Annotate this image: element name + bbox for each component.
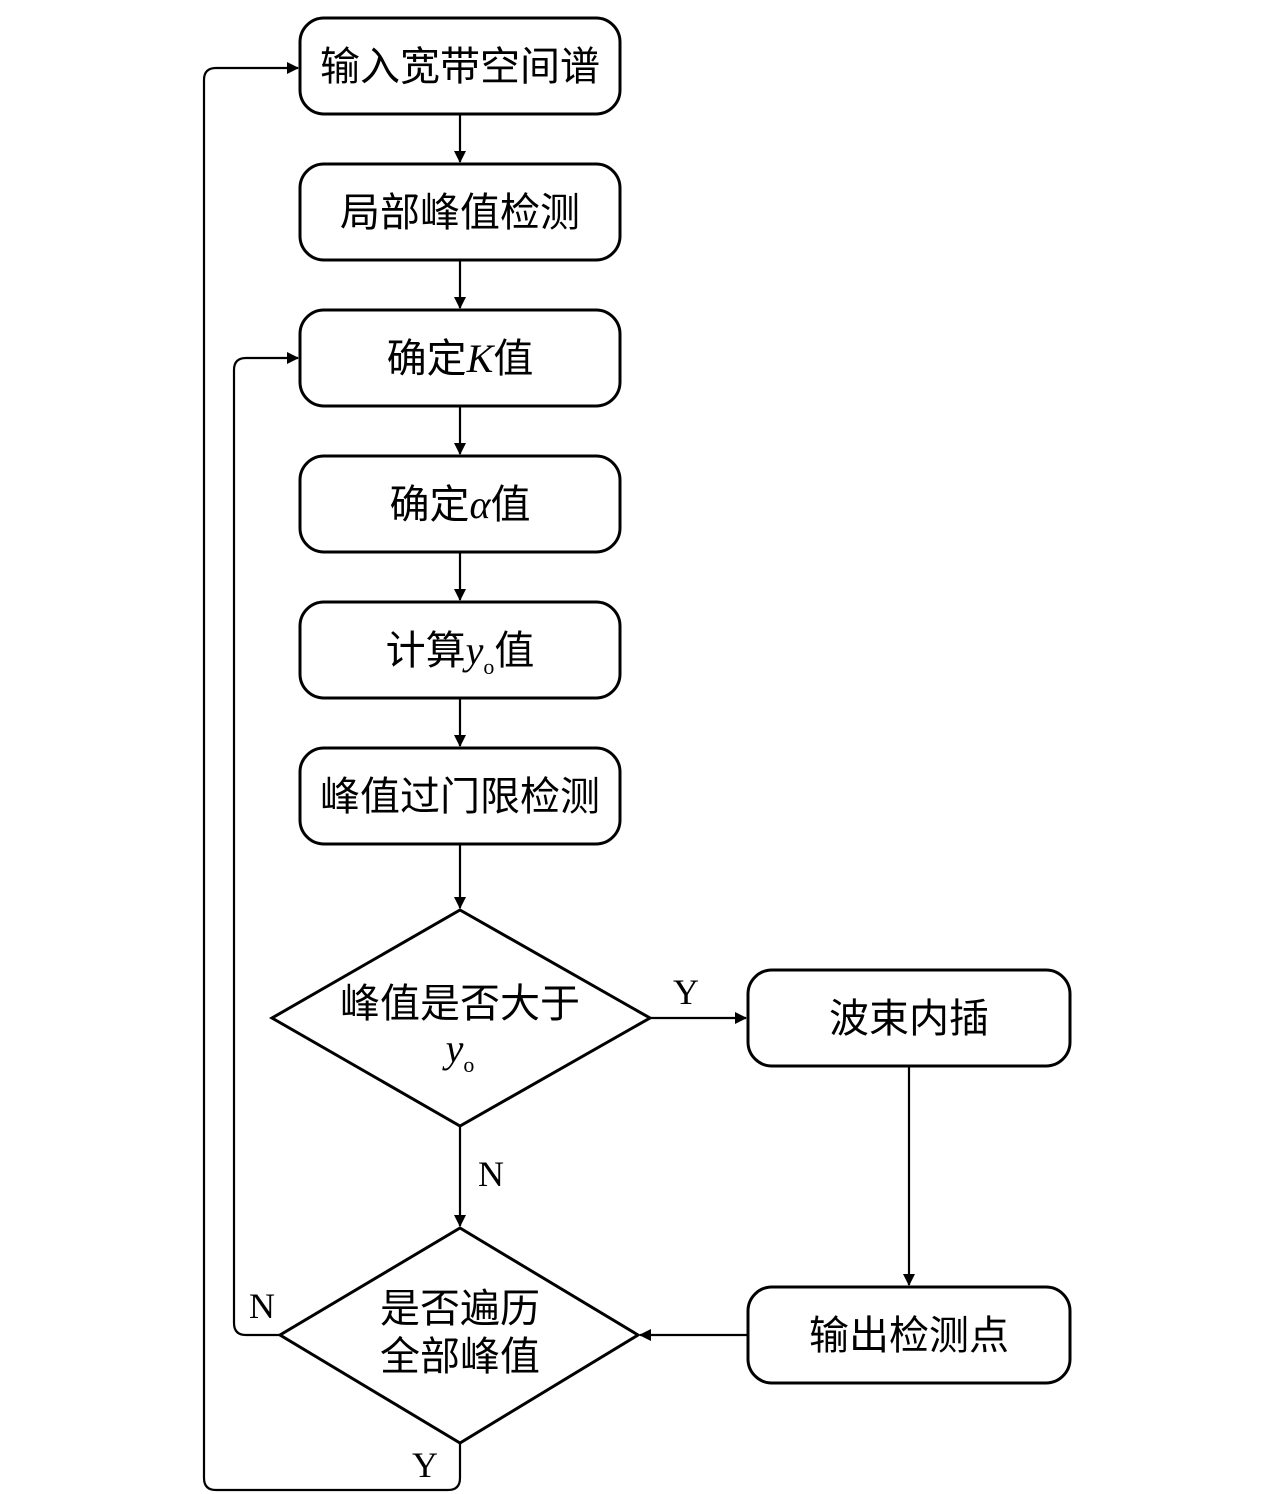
- node-determine-alpha-label: 确定α值: [390, 482, 531, 528]
- decision-peak-greater-than-y: 峰值是否大于 yo: [268, 908, 654, 1128]
- decision-peak-line2: yo: [442, 1026, 475, 1077]
- node-determine-k: 确定K值: [298, 308, 622, 408]
- node-beam-interpolation: 波束内插: [746, 968, 1072, 1068]
- decision-peak-line1: 峰值是否大于: [340, 981, 580, 1027]
- node-local-peak-detection: 局部峰值检测: [298, 162, 622, 262]
- node-compute-y-label: 计算yo值: [386, 628, 535, 679]
- node-threshold-label: 峰值过门限检测: [320, 774, 600, 820]
- node-input-label: 输入宽带空间谱: [320, 44, 600, 90]
- connectors: [202, 62, 915, 1492]
- node-local-peak-label: 局部峰值检测: [340, 190, 580, 236]
- node-input-wideband-spectrum: 输入宽带空间谱: [298, 16, 622, 116]
- edge-no-loop-to-k: [232, 352, 299, 1337]
- decision-all-peaks-traversed: 是否遍历 全部峰值: [277, 1226, 641, 1445]
- edge-label-yes-loop: Y: [412, 1445, 438, 1485]
- edge-yes-loop-to-input: [202, 62, 462, 1492]
- node-beam-interp-label: 波束内插: [829, 996, 989, 1042]
- node-output-detection-points: 输出检测点: [746, 1285, 1072, 1385]
- node-compute-y: 计算yo值: [298, 600, 622, 700]
- edge-label-no-loop: N: [249, 1286, 275, 1326]
- node-peak-threshold-detection: 峰值过门限检测: [298, 746, 622, 846]
- decision-all-line2: 全部峰值: [380, 1334, 540, 1380]
- node-determine-alpha: 确定α值: [298, 454, 622, 554]
- node-determine-k-label: 确定K值: [387, 336, 534, 382]
- decision-all-line1: 是否遍历: [380, 1286, 540, 1332]
- edge-label-yes-interp: Y: [673, 972, 699, 1012]
- edge-label-no-decision: N: [478, 1154, 504, 1194]
- node-output-points-label: 输出检测点: [809, 1313, 1009, 1359]
